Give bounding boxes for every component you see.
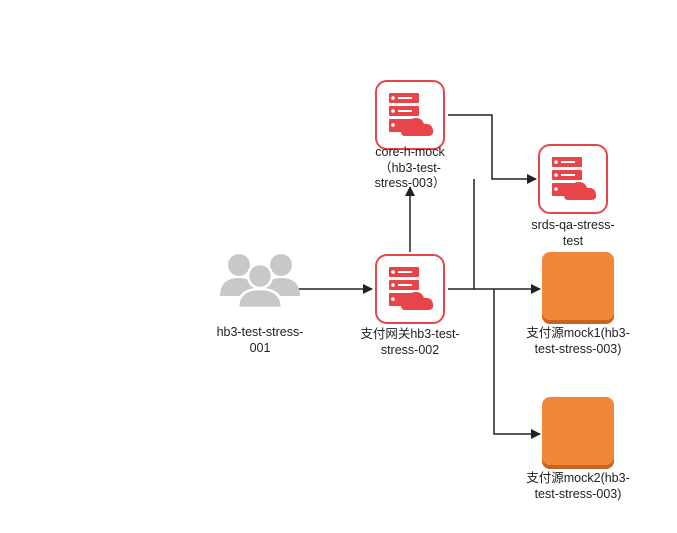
node-payment-source-mock2[interactable]: 支付源mock2(hb3- test-stress-003) [526,397,630,507]
node-core-h-mock-label: core-h-mock （hb3-test- stress-003） [374,145,446,190]
node-srds-label: srds-qa-stress- test [531,218,615,248]
node-core-h-mock[interactable]: core-h-mock （hb3-test- stress-003） [375,80,445,190]
node-payment-gateway-label: 支付网关hb3-test- stress-002 [360,327,460,357]
node-mock2-label: 支付源mock2(hb3- test-stress-003) [526,471,630,501]
node-mock1-label: 支付源mock1(hb3- test-stress-003) [526,326,630,356]
edge-gateway-to-mock2 [493,289,541,439]
node-users[interactable]: hb3-test-stress- 001 [210,250,310,360]
edge-core-mock-to-srds [448,114,537,184]
server-cloud-icon [538,144,608,214]
node-srds-qa-stress-test[interactable]: srds-qa-stress- test [531,144,615,254]
users-group-icon [220,254,300,310]
server-cloud-icon [375,80,445,150]
node-payment-source-mock1[interactable]: 支付源mock1(hb3- test-stress-003) [526,252,630,362]
orange-square-icon [542,397,614,469]
edge-gateway-to-srds [448,179,475,290]
node-payment-gateway[interactable]: 支付网关hb3-test- stress-002 [360,254,460,364]
node-users-label: hb3-test-stress- 001 [216,325,304,355]
orange-square-icon [542,252,614,324]
server-cloud-icon [375,254,445,324]
